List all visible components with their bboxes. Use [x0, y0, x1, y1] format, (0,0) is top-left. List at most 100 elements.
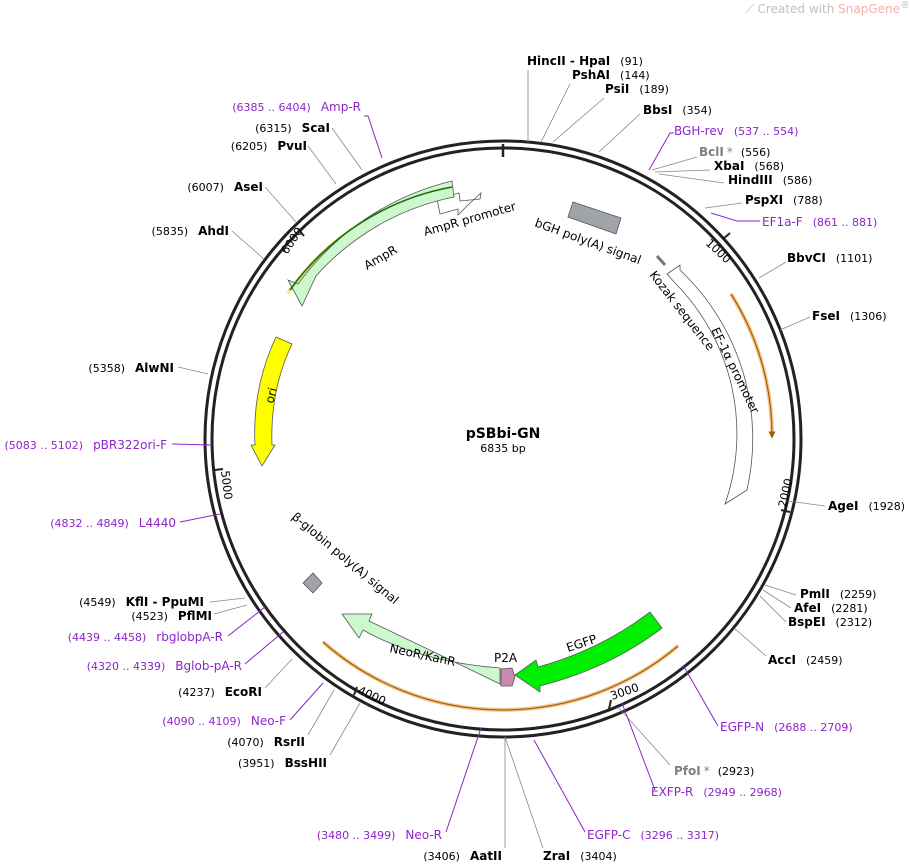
tick-4000-mark: [353, 686, 358, 696]
enzyme-ecori[interactable]: (4237)EcoRI: [178, 685, 262, 699]
enzyme-psii[interactable]: PsiI(189): [605, 82, 669, 96]
enzyme-zrai[interactable]: ZraI(3404): [543, 849, 617, 863]
enzyme-pspxi[interactable]: PspXI(788): [745, 193, 823, 207]
enzyme-fsei[interactable]: FseI(1306): [812, 309, 887, 323]
tick-3000-mark: [608, 699, 612, 710]
enzyme-alwni[interactable]: (5358)AlwNI: [88, 361, 174, 375]
tick-6000-mark: [297, 228, 305, 237]
primer-egfp-n[interactable]: EGFP-N(2688 .. 2709): [720, 720, 853, 734]
ori-arrow[interactable]: [250, 336, 293, 467]
primer-ef1a-f[interactable]: EF1a-F(861 .. 881): [762, 215, 877, 229]
enzyme-afei[interactable]: AfeI (2281): [794, 601, 868, 615]
enzyme-pshai[interactable]: PshAI(144): [572, 68, 650, 82]
brand-prefix: Created with: [757, 2, 839, 16]
enzyme-bbsi-pos: (354): [682, 104, 712, 117]
enzyme-zrai-pos: (3404): [580, 850, 617, 863]
tick-5000: 5000: [218, 470, 235, 501]
primer-rbglobpa-r[interactable]: (4439 .. 4458)rbglobpA-R: [68, 630, 223, 644]
snapgene-watermark: ⟋ Created with SnapGene®: [745, 0, 910, 17]
enzyme-leaders: [177, 70, 826, 849]
leader-exfp-r: [621, 702, 656, 791]
enzyme-hincii[interactable]: HincII - HpaI(91): [527, 54, 643, 68]
tick-2000: 2000: [775, 477, 795, 509]
enzyme-aatii[interactable]: (3406)AatII: [423, 849, 502, 863]
enzyme-ahdi-name: AhdI: [198, 224, 229, 238]
leader-rsrii: [307, 689, 335, 736]
enzyme-pfoi-name: PfoI: [674, 764, 701, 778]
enzyme-bbsi[interactable]: BbsI(354): [643, 103, 712, 117]
enzyme-xbai-name: XbaI: [714, 159, 744, 173]
enzyme-bcli[interactable]: BclI* (556): [699, 145, 770, 159]
enzyme-rsrii[interactable]: (4070)RsrII: [227, 735, 305, 749]
primer-bgh-rev-name: BGH-rev: [674, 124, 724, 138]
ampr-arrow[interactable]: [287, 180, 455, 307]
plasmid-size: 6835 bp: [480, 442, 525, 455]
enzyme-acci-name: AccI: [768, 653, 796, 667]
enzyme-afei-pos: (2281): [831, 602, 868, 615]
enzyme-pmli[interactable]: PmlI(2259): [800, 587, 876, 601]
primer-amp-r-name: Amp-R: [321, 100, 361, 114]
primer-amp-r[interactable]: (6385 .. 6404)Amp-R: [232, 100, 361, 114]
primer-neo-f[interactable]: (4090 .. 4109)Neo-F: [162, 714, 286, 728]
enzyme-pfoi[interactable]: PfoI*(2923): [674, 764, 754, 778]
enzyme-kfli[interactable]: (4549)KflI - PpuMI: [79, 595, 204, 609]
enzyme-pspxi-name: PspXI: [745, 193, 783, 207]
leader-hindiii: [658, 173, 725, 184]
enzyme-hindiii[interactable]: HindIII(586): [728, 173, 812, 187]
enzyme-acci[interactable]: AccI(2459): [768, 653, 843, 667]
primer-bgh-rev[interactable]: BGH-rev(537 .. 554): [674, 124, 798, 138]
neor-arrow[interactable]: [341, 613, 501, 685]
primer-exfp-r-name: EXFP-R: [651, 785, 693, 799]
enzyme-pvui-name: PvuI: [277, 139, 307, 153]
bglob-polya-box[interactable]: [302, 572, 323, 594]
primer-ef1a-f-name: EF1a-F: [762, 215, 803, 229]
enzyme-agei[interactable]: AgeI(1928): [828, 499, 905, 513]
primer-pbr322ori-f-name: pBR322ori-F: [93, 438, 167, 452]
enzyme-scai[interactable]: (6315)ScaI: [255, 121, 330, 135]
enzyme-bsshii[interactable]: (3951)BssHII: [238, 756, 327, 770]
enzyme-afei-name: AfeI: [794, 601, 821, 615]
tick-5000-mark: [214, 468, 224, 471]
enzyme-bspei[interactable]: BspEI(2312): [788, 615, 872, 629]
enzyme-pvui-pos: (6205): [231, 140, 268, 153]
enzyme-bcli-pos: (556): [741, 146, 771, 159]
enzyme-bcli-name: BclI: [699, 145, 724, 159]
primer-labels: BGH-rev(537 .. 554) EF1a-F(861 .. 881) E…: [5, 100, 878, 842]
p2a-arrow[interactable]: [500, 667, 516, 687]
enzyme-scai-name: ScaI: [302, 121, 330, 135]
leader-ef1a-f: [710, 212, 760, 222]
primer-l4440[interactable]: (4832 .. 4849)L4440: [50, 516, 176, 530]
primer-bglob-pa-r-name: Bglob-pA-R: [175, 659, 242, 673]
leader-asei: [264, 186, 297, 223]
leader-afei: [762, 589, 792, 609]
enzyme-bcli-star: *: [727, 145, 733, 159]
primer-egfp-c[interactable]: EGFP-C(3296 .. 3317): [587, 828, 719, 842]
primer-bglob-pa-r[interactable]: (4320 .. 4339)Bglob-pA-R: [87, 659, 242, 673]
enzyme-ahdi[interactable]: (5835)AhdI: [152, 224, 229, 238]
primer-egfp-n-name: EGFP-N: [720, 720, 764, 734]
primer-exfp-r[interactable]: EXFP-R(2949 .. 2968): [651, 785, 782, 799]
enzyme-pvui[interactable]: (6205) PvuI: [231, 139, 307, 153]
leader-bcli: [651, 156, 698, 171]
ef1a-promoter-arrow[interactable]: [666, 264, 754, 505]
enzyme-asei[interactable]: (6007)AseI: [187, 180, 263, 194]
primer-pbr322ori-f[interactable]: (5083 .. 5102)pBR322ori-F: [5, 438, 168, 452]
enzyme-xbai[interactable]: XbaI(568): [714, 159, 784, 173]
leader-fsei: [779, 316, 811, 331]
orf-orange-core: [322, 641, 679, 711]
egfp-arrow[interactable]: [514, 611, 663, 693]
primer-neo-r[interactable]: (3480 .. 3499)Neo-R: [317, 828, 442, 842]
leader-neo-f: [289, 682, 324, 721]
kozak-mark[interactable]: [655, 255, 667, 266]
enzyme-pshai-pos: (144): [620, 69, 650, 82]
leader-pfoi: [617, 706, 671, 766]
feature-label-p2a: P2A: [494, 651, 518, 665]
brand-mark: ®: [900, 0, 910, 11]
enzyme-pflmi[interactable]: (4523)PflMI: [131, 609, 212, 623]
leader-bbsi: [598, 113, 641, 153]
feature-arrows: [250, 180, 776, 712]
primer-neo-r-range: (3480 .. 3499): [317, 829, 396, 842]
enzyme-bbvci[interactable]: BbvCI(1101): [787, 251, 872, 265]
enzyme-hindiii-name: HindIII: [728, 173, 773, 187]
bgh-polya-box[interactable]: [567, 201, 622, 235]
